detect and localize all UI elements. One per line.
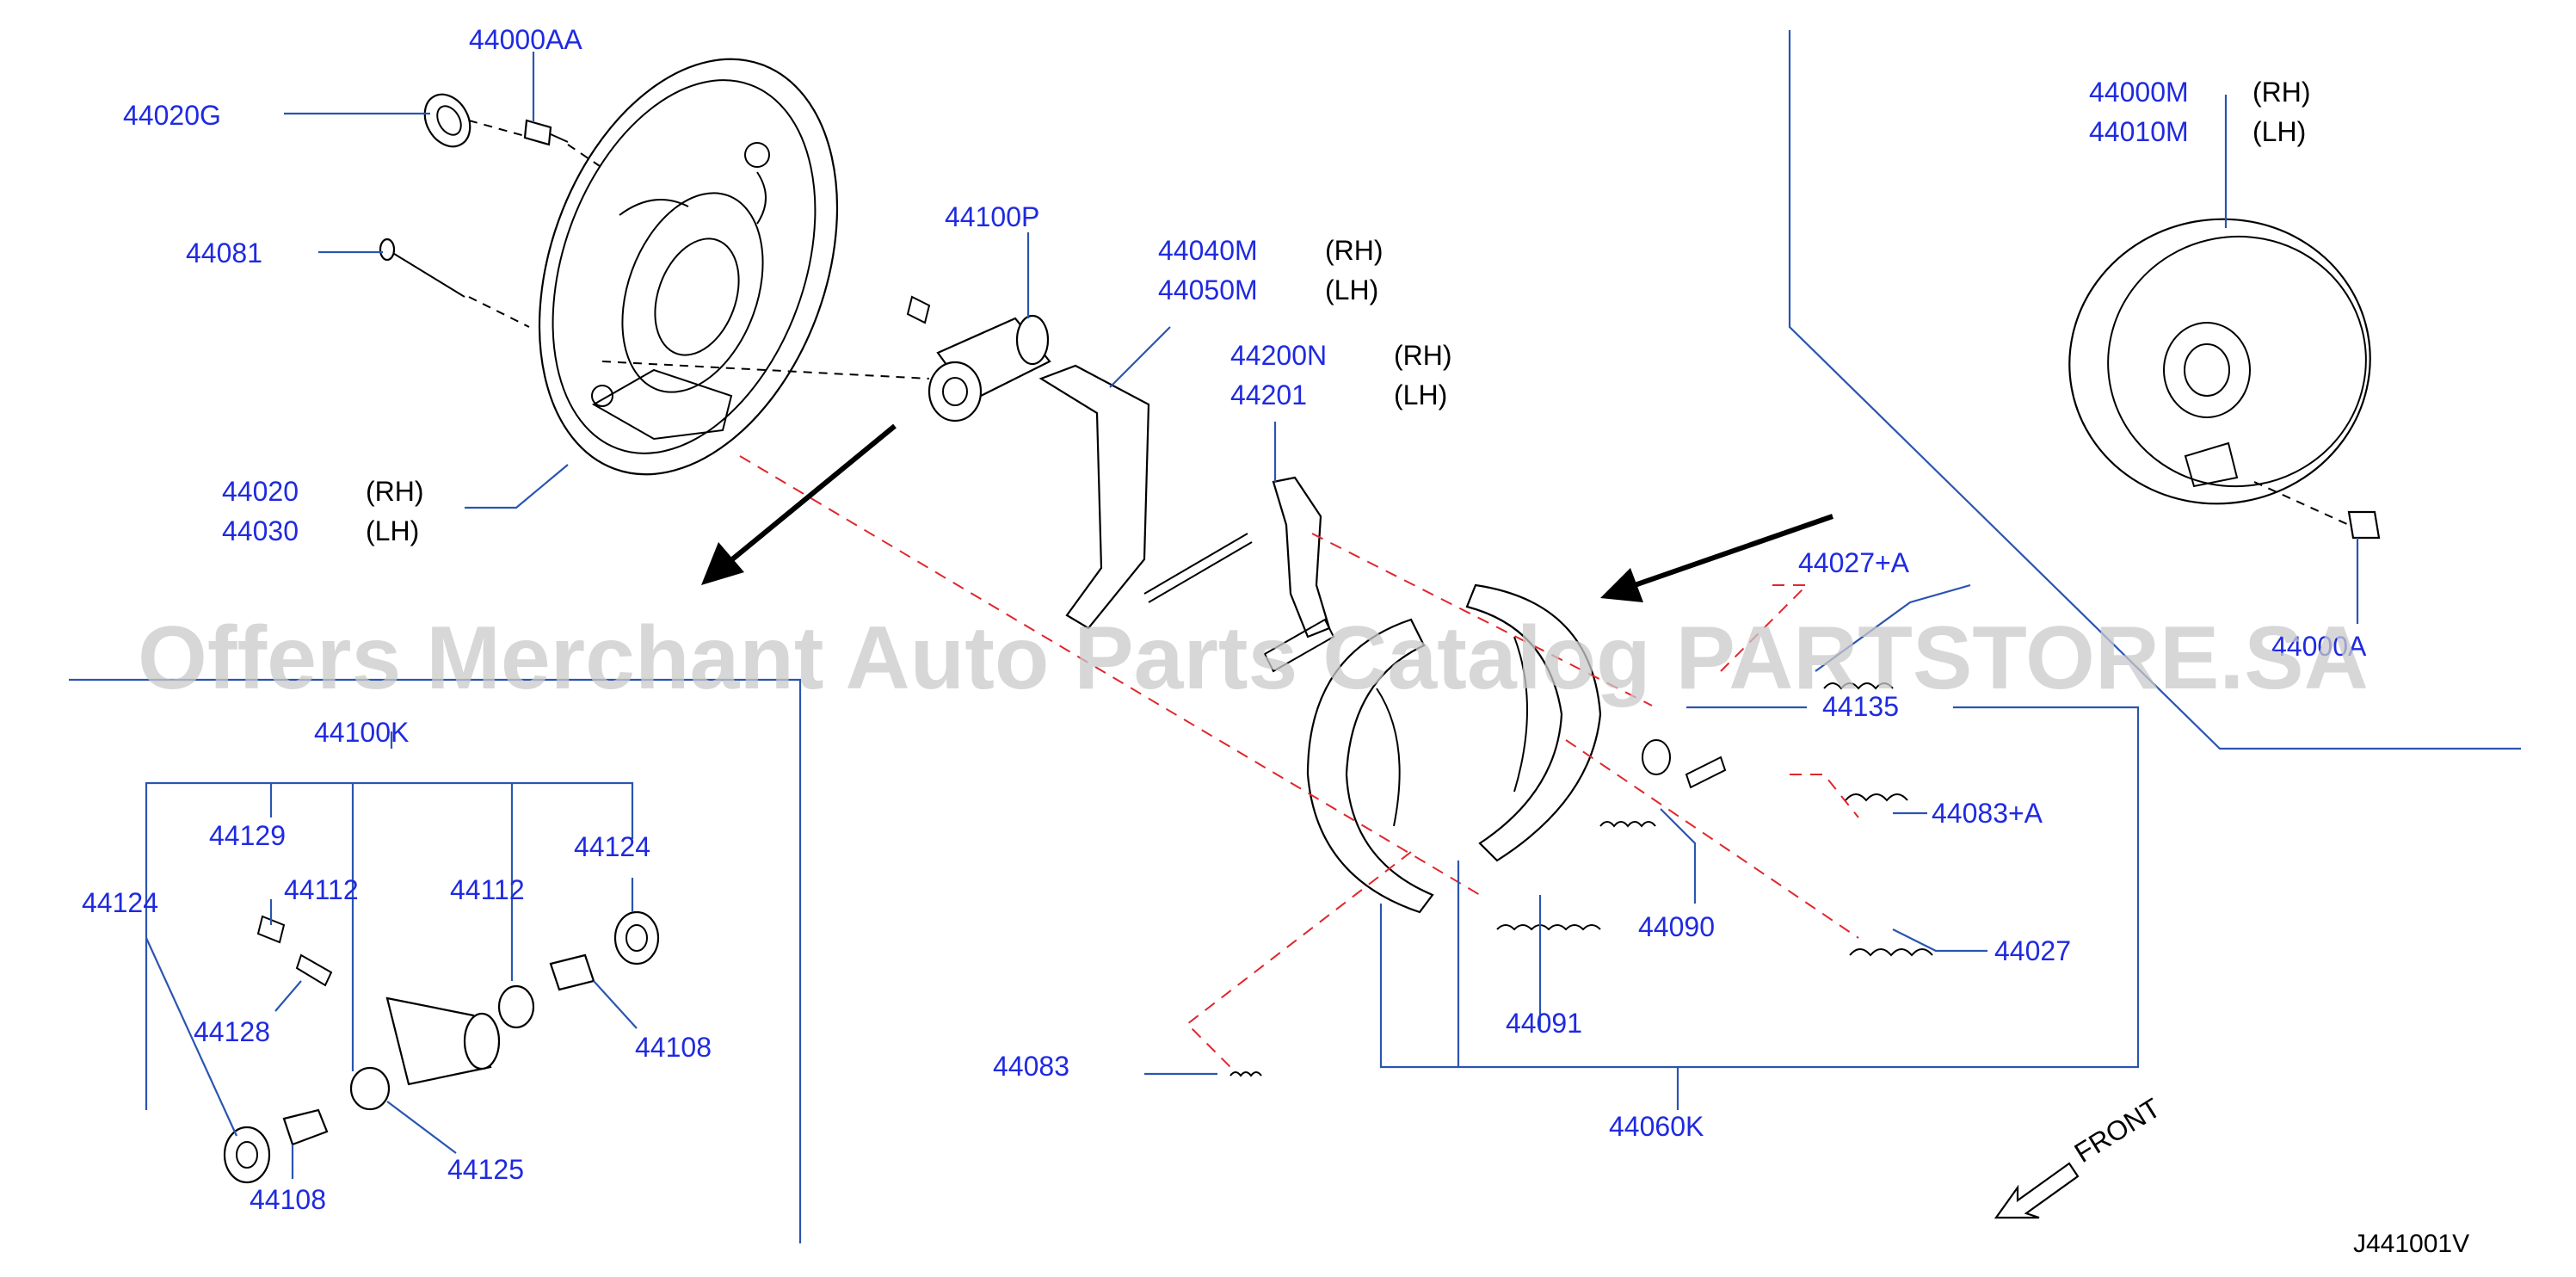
label-44000aa: 44000AA xyxy=(469,24,582,55)
label-44050m: 44050M xyxy=(1158,275,1258,305)
label-44200n: 44200N xyxy=(1230,340,1327,371)
label-44128: 44128 xyxy=(194,1016,270,1047)
alignment-dashes-red xyxy=(739,455,1859,1068)
label-44091: 44091 xyxy=(1506,1008,1582,1039)
cap-44020g xyxy=(423,93,471,148)
cylinder-kit-44100k xyxy=(145,781,660,1184)
label-44125: 44125 xyxy=(447,1154,524,1185)
label-44000m: 44000M xyxy=(2089,77,2189,108)
label-44100k: 44100K xyxy=(314,717,409,748)
label-44100p: 44100P xyxy=(945,201,1039,232)
watermark: Offers Merchant Auto Parts Catalog PARTS… xyxy=(138,608,2369,708)
label-44090: 44090 xyxy=(1638,911,1715,942)
label-44112-left: 44112 xyxy=(284,874,359,905)
adjuster-44200n xyxy=(1143,476,1335,673)
brake-shoe-rear xyxy=(1306,618,1434,914)
label-44027a: 44027+A xyxy=(1798,547,1910,578)
label-44081: 44081 xyxy=(186,238,262,268)
label-44083: 44083 xyxy=(993,1051,1069,1082)
label-44060k: 44060K xyxy=(1609,1111,1704,1142)
label-44201: 44201 xyxy=(1230,379,1307,410)
backing-plate xyxy=(538,58,839,476)
label-44200n-side: (RH) xyxy=(1394,340,1452,371)
label-44124-right: 44124 xyxy=(574,831,650,862)
label-44020-side: (RH) xyxy=(366,476,424,507)
label-44010m-side: (LH) xyxy=(2252,116,2306,147)
label-44040m-side: (RH) xyxy=(1325,235,1384,266)
label-44030-side: (LH) xyxy=(366,515,419,546)
label-44027: 44027 xyxy=(1994,935,2071,966)
direction-arrows xyxy=(701,423,1833,602)
wheel-cylinder-44100p xyxy=(906,295,1051,423)
label-44108-right: 44108 xyxy=(635,1032,712,1063)
frame-lines xyxy=(69,30,2521,1243)
lever-44040m xyxy=(1038,364,1150,630)
label-44124-left: 44124 xyxy=(82,887,158,918)
label-44083a: 44083+A xyxy=(1932,798,2043,829)
diagram-code: J441001V xyxy=(2353,1230,2469,1258)
part-labels: 44000AA 44020G 44081 44020 (RH) 44030 (L… xyxy=(82,24,2367,1215)
label-44135: 44135 xyxy=(1822,691,1899,722)
label-44010m: 44010M xyxy=(2089,116,2189,147)
bolt-44000aa xyxy=(523,119,569,146)
drum-assembly-44000m xyxy=(2068,218,2381,540)
label-44000a: 44000A xyxy=(2271,631,2367,662)
label-44020g: 44020G xyxy=(123,100,221,131)
front-indicator: FRONT xyxy=(1994,1092,2166,1219)
front-label: FRONT xyxy=(2069,1092,2166,1169)
label-44112-right: 44112 xyxy=(450,874,525,905)
pin-44081 xyxy=(379,238,465,298)
brake-shoe-front xyxy=(1465,583,1602,862)
label-44030: 44030 xyxy=(222,515,299,546)
label-44000m-side: (RH) xyxy=(2252,77,2311,108)
label-44129: 44129 xyxy=(209,820,286,851)
label-44020: 44020 xyxy=(222,476,299,507)
label-44040m: 44040M xyxy=(1158,235,1258,266)
alignment-dashes-left xyxy=(468,120,930,379)
springs xyxy=(1229,682,1933,1077)
leader-lines xyxy=(145,52,2359,1179)
label-44201-side: (LH) xyxy=(1394,379,1447,410)
label-44050m-side: (LH) xyxy=(1325,275,1378,305)
label-44108-left: 44108 xyxy=(250,1184,326,1215)
